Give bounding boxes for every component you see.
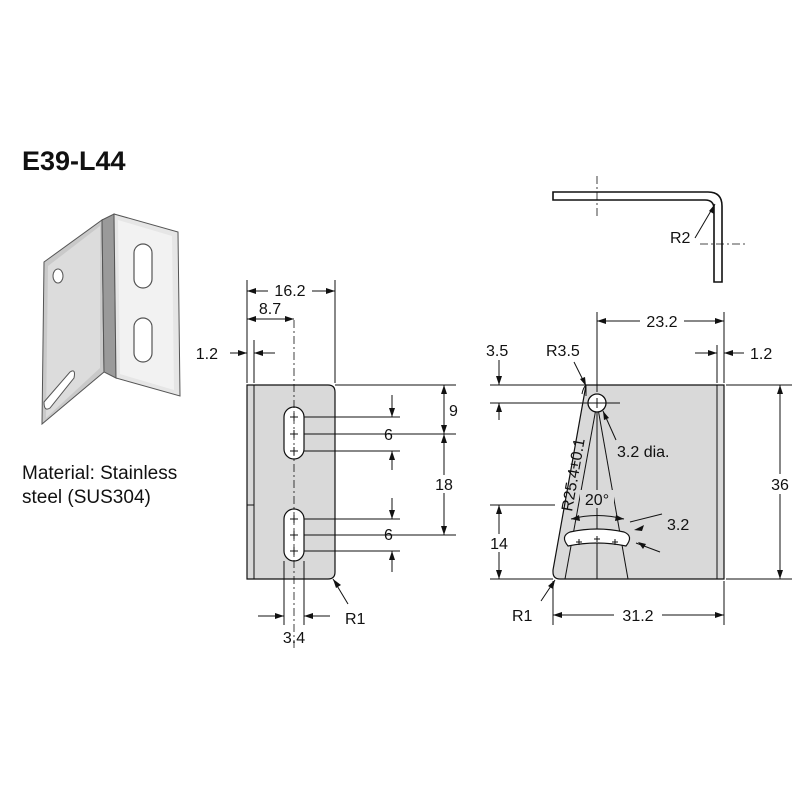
dim-thickness-1-2: 1.2 <box>196 346 218 363</box>
front-view: 23.2 1.2 3.5 R3.5 3.2 dia. R25.4±0.1 20° <box>485 312 794 625</box>
dim-bend-radius-r2: R2 <box>670 230 691 247</box>
dim-slot-width-upper-6: 6 <box>384 427 393 444</box>
dim-slot-gap-3-4: 3.4 <box>283 630 305 647</box>
dim-hole-offset-3-5: 3.5 <box>486 343 508 360</box>
dim-top-to-hole-9: 9 <box>449 403 458 420</box>
dim-slot-height-14: 14 <box>490 536 508 553</box>
dim-offset-8-7: 8.7 <box>259 301 281 318</box>
dim-corner-radius-r1-side: R1 <box>345 611 366 628</box>
dim-slot-width-lower-6: 6 <box>384 527 393 544</box>
dim-width-31-2: 31.2 <box>622 608 653 625</box>
top-view-bend: R2 <box>552 176 745 283</box>
dim-hole-pitch-18: 18 <box>435 477 453 494</box>
dim-angle-20: 20° <box>585 492 609 509</box>
dim-width-16-2: 16.2 <box>274 283 305 300</box>
dim-hole-diameter: 3.2 dia. <box>617 444 669 461</box>
material-note: Material: Stainless steel (SUS304) <box>22 462 177 510</box>
side-view: 16.2 8.7 1.2 9 18 <box>196 280 458 650</box>
dim-arc-slot-width: 3.2 <box>667 517 689 534</box>
material-line-2: steel (SUS304) <box>22 487 151 508</box>
material-line-1: Material: Stainless <box>22 463 178 484</box>
dim-corner-radius-r3-5: R3.5 <box>546 343 580 360</box>
dim-thickness-1-2-front: 1.2 <box>750 346 772 363</box>
part-number-title: E39-L44 <box>22 146 126 176</box>
dim-width-23-2: 23.2 <box>646 314 677 331</box>
dim-corner-radius-r1-front: R1 <box>512 608 533 625</box>
dim-height-36: 36 <box>771 477 789 494</box>
bracket-isometric-illustration <box>41 213 181 426</box>
